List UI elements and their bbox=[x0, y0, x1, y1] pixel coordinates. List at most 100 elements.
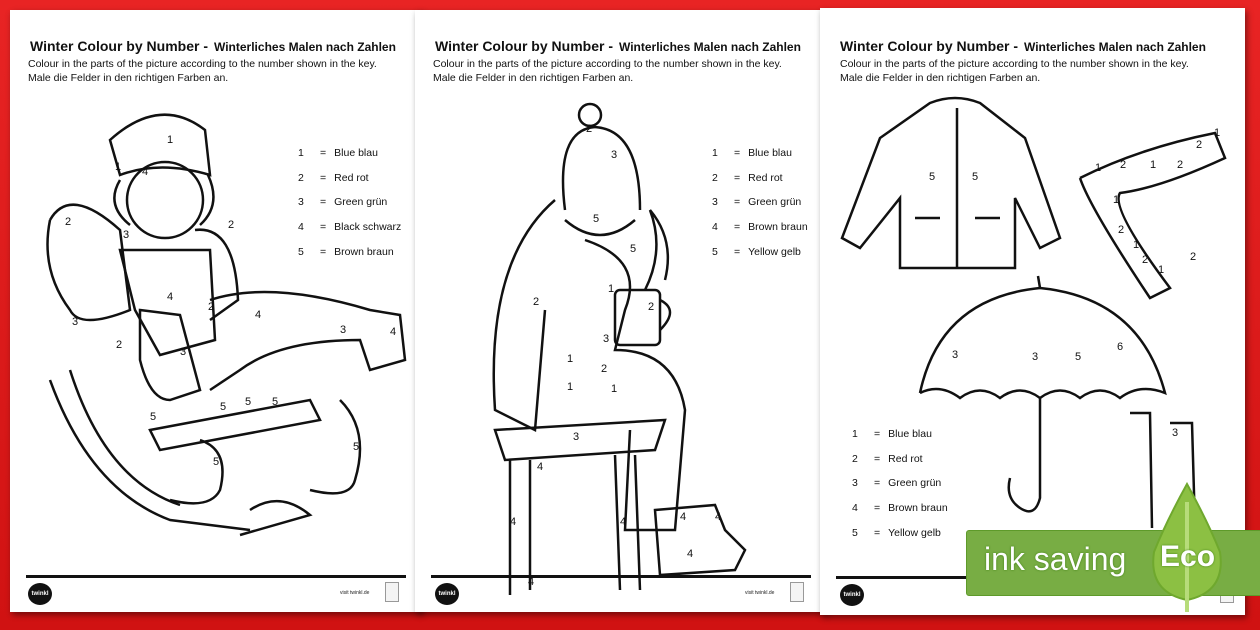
region-number: 2 bbox=[1177, 159, 1183, 171]
colour-key: 1=Blue blau 2=Red rot 3=Green grün 4=Bro… bbox=[852, 428, 948, 551]
region-number: 1 bbox=[567, 353, 573, 365]
region-number: 3 bbox=[72, 316, 78, 328]
region-number: 5 bbox=[213, 456, 219, 468]
region-number: 5 bbox=[972, 171, 978, 183]
region-number: 1 bbox=[167, 134, 173, 146]
region-number: 3 bbox=[1032, 351, 1038, 363]
region-number: 1 bbox=[608, 283, 614, 295]
instruction-en: Colour in the parts of the picture accor… bbox=[840, 58, 1189, 70]
instructions: Colour in the parts of the picture accor… bbox=[840, 57, 1230, 85]
region-number: 4 bbox=[167, 291, 173, 303]
key-item: 3=Green grün bbox=[712, 196, 802, 209]
title-de: Winterliches Malen nach Zahlen bbox=[214, 40, 396, 54]
key-item: 2=Red rot bbox=[298, 171, 369, 184]
instruction-en: Colour in the parts of the picture accor… bbox=[28, 58, 377, 70]
worksheet-page-1: Winter Colour by Number - Winterliches Ma… bbox=[10, 10, 422, 612]
region-number: 2 bbox=[648, 301, 654, 313]
footer-divider bbox=[26, 575, 406, 578]
twinkl-logo: twinkl bbox=[435, 583, 459, 605]
colour-key: 1=Blue blau 2=Red rot 3=Green grün 4=Bro… bbox=[712, 147, 808, 270]
worksheet-page-2: Winter Colour by Number -Winterliches Ma… bbox=[415, 10, 827, 612]
region-number: 2 bbox=[208, 301, 214, 313]
region-number: 1 bbox=[1113, 194, 1119, 206]
region-number: 4 bbox=[142, 166, 148, 178]
region-number: 3 bbox=[573, 431, 579, 443]
key-item: 5=Yellow gelb bbox=[712, 245, 801, 258]
region-number: 1 bbox=[567, 381, 573, 393]
region-number: 2 bbox=[1196, 139, 1202, 151]
twinkl-logo: twinkl bbox=[28, 583, 52, 605]
title-en: Winter Colour by Number - bbox=[840, 38, 1018, 54]
region-number: 4 bbox=[620, 516, 626, 528]
region-number: 3 bbox=[180, 346, 186, 358]
instruction-en: Colour in the parts of the picture accor… bbox=[433, 58, 782, 70]
region-number: 1 bbox=[115, 161, 121, 173]
instructions: Colour in the parts of the picture accor… bbox=[28, 57, 398, 85]
region-number: 4 bbox=[255, 309, 261, 321]
region-number: 3 bbox=[611, 149, 617, 161]
region-number: 4 bbox=[680, 511, 686, 523]
region-number: 6 bbox=[1117, 341, 1123, 353]
region-number: 4 bbox=[390, 326, 396, 338]
instructions: Colour in the parts of the picture accor… bbox=[433, 57, 803, 85]
region-number: 5 bbox=[353, 441, 359, 453]
key-item: 4=Black schwarz bbox=[298, 221, 402, 234]
instruction-de: Male die Felder in den richtigen Farben … bbox=[433, 72, 634, 84]
title-en: Winter Colour by Number - bbox=[30, 38, 208, 54]
region-number: 1 bbox=[1150, 159, 1156, 171]
page-title: Winter Colour by Number -Winterliches Ma… bbox=[840, 38, 1206, 56]
footer-divider bbox=[431, 575, 811, 578]
twinkl-logo: twinkl bbox=[840, 584, 864, 606]
key-item: 1=Blue blau bbox=[712, 147, 792, 159]
region-number: 2 bbox=[533, 296, 539, 308]
eco-leaf-drop-icon bbox=[1152, 482, 1222, 612]
eco-label: Eco bbox=[1160, 540, 1216, 573]
key-item: 5=Brown braun bbox=[298, 245, 394, 258]
key-item: 4=Brown braun bbox=[712, 221, 808, 234]
region-number: 4 bbox=[510, 516, 516, 528]
key-item: 3=Green grün bbox=[298, 196, 388, 209]
key-item: 1=Blue blau bbox=[852, 428, 932, 440]
visit-link[interactable]: visit twinkl.de bbox=[340, 590, 370, 596]
key-item: 2=Red rot bbox=[852, 452, 923, 465]
region-number: 5 bbox=[593, 213, 599, 225]
region-number: 2 bbox=[1118, 224, 1124, 236]
region-number: 1 bbox=[1214, 127, 1220, 139]
region-number: 4 bbox=[528, 576, 534, 588]
key-item: 3=Green grün bbox=[852, 477, 942, 490]
region-number: 3 bbox=[1172, 427, 1178, 439]
visit-link[interactable]: visit twinkl.de bbox=[745, 590, 775, 596]
region-number: 4 bbox=[715, 511, 721, 523]
region-number: 2 bbox=[65, 216, 71, 228]
region-number: 2 bbox=[586, 123, 592, 135]
region-number: 3 bbox=[603, 333, 609, 345]
region-number: 2 bbox=[1190, 251, 1196, 263]
instruction-de: Male die Felder in den richtigen Farben … bbox=[840, 72, 1041, 84]
region-number: 5 bbox=[220, 401, 226, 413]
page-title: Winter Colour by Number -Winterliches Ma… bbox=[435, 38, 801, 56]
quality-badge bbox=[385, 582, 399, 602]
region-number: 2 bbox=[601, 363, 607, 375]
region-number: 5 bbox=[150, 411, 156, 423]
key-item: 1=Blue blau bbox=[298, 147, 378, 159]
quality-badge bbox=[790, 582, 804, 602]
region-number: 1 bbox=[1158, 264, 1164, 276]
instruction-de: Male die Felder in den richtigen Farben … bbox=[28, 72, 229, 84]
region-number: 2 bbox=[228, 219, 234, 231]
region-number: 5 bbox=[929, 171, 935, 183]
region-number: 3 bbox=[340, 324, 346, 336]
region-number: 5 bbox=[1075, 351, 1081, 363]
region-number: 5 bbox=[272, 396, 278, 408]
region-number: 3 bbox=[952, 349, 958, 361]
region-number: 5 bbox=[630, 243, 636, 255]
region-number: 3 bbox=[123, 229, 129, 241]
title-en: Winter Colour by Number - bbox=[435, 38, 613, 54]
region-number: 1 bbox=[1133, 239, 1139, 251]
key-item: 5=Yellow gelb bbox=[852, 526, 941, 539]
region-number: 2 bbox=[1142, 254, 1148, 266]
key-item: 2=Red rot bbox=[712, 171, 783, 184]
page-title: Winter Colour by Number - Winterliches Ma… bbox=[30, 38, 396, 56]
